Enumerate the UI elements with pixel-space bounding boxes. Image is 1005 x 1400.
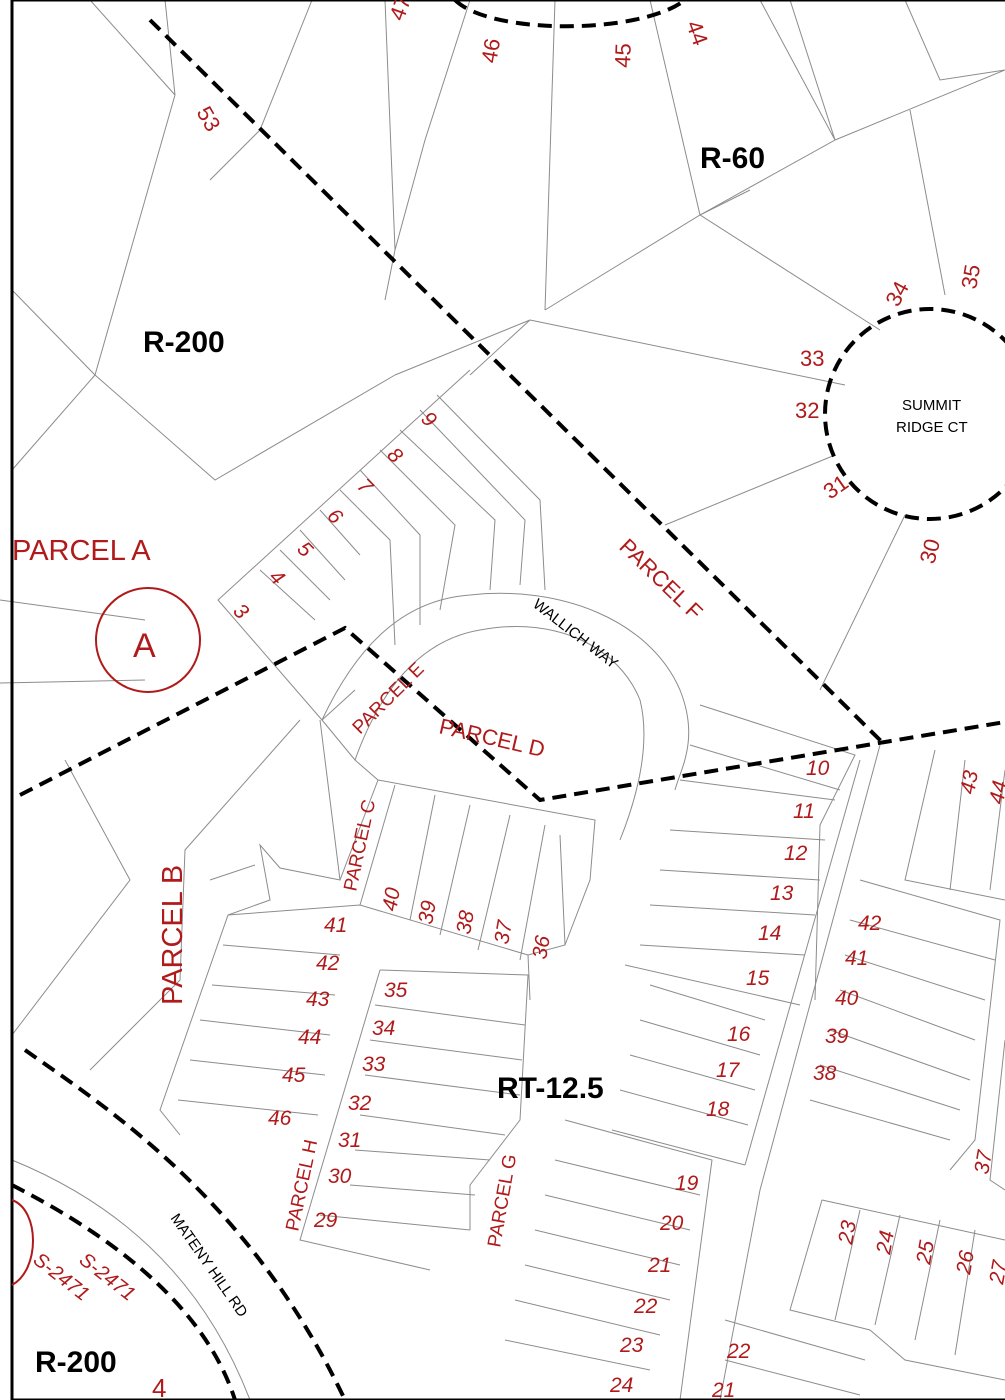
- zone-label-rt125: RT-12.5: [497, 1072, 604, 1105]
- lot-number: 40: [378, 886, 405, 913]
- parcel-a-circle: [95, 587, 201, 693]
- plat-circle-arc: [11, 1199, 34, 1286]
- parcel-a-label: PARCEL A: [12, 535, 151, 567]
- lot-number: 38: [452, 909, 479, 936]
- lot-number: 33: [362, 1053, 386, 1076]
- lot-number: 31: [338, 1129, 361, 1152]
- lot-number: 16: [727, 1023, 751, 1046]
- lot-number: 25: [912, 1239, 939, 1267]
- lot-number: 3: [228, 599, 253, 624]
- lot-number: 30: [328, 1165, 352, 1188]
- lot-number: 15: [746, 967, 770, 990]
- lot-number: 21: [711, 1379, 735, 1400]
- lot-number: 11: [793, 800, 815, 823]
- lot-number: 26: [952, 1249, 979, 1277]
- lot-number: 40: [835, 987, 859, 1010]
- lot-number: 42: [858, 912, 882, 935]
- lot-number: 22: [633, 1295, 658, 1318]
- lot-number: 23: [619, 1334, 644, 1357]
- lot-number: 41: [324, 914, 347, 937]
- parcel-b-label: PARCEL B: [157, 865, 189, 1005]
- lot-number: 37: [490, 918, 517, 946]
- lot-number: 37: [970, 1148, 997, 1176]
- lot-number: 14: [758, 922, 781, 945]
- lot-number: 45: [610, 43, 636, 68]
- lot-number: 44: [298, 1026, 321, 1049]
- lot-number: 38: [813, 1062, 837, 1085]
- lot-number: 32: [795, 398, 819, 423]
- lot-number: 21: [647, 1254, 671, 1277]
- lot-number: 33: [800, 346, 824, 371]
- parcel-a-symbol: A: [133, 627, 156, 665]
- lot-number: 30: [915, 536, 945, 566]
- lot-number: 24: [609, 1374, 633, 1397]
- lot-number: 42: [316, 952, 340, 975]
- parcel-d-label: PARCEL D: [437, 714, 547, 763]
- street-label-summit-2: RIDGE CT: [896, 419, 968, 436]
- lot-number: 43: [306, 988, 330, 1011]
- lot-number: 34: [880, 277, 914, 310]
- lot-number: 39: [414, 899, 441, 926]
- lot-number: 4: [264, 565, 289, 590]
- lot-number: 20: [659, 1212, 684, 1235]
- lot-number: 24: [872, 1229, 899, 1257]
- parcel-e-label: PARCEL E: [349, 659, 429, 739]
- lot-number: 32: [348, 1092, 372, 1115]
- lot-number: 39: [825, 1025, 849, 1048]
- lot-number: 44: [985, 779, 1005, 806]
- lot-number: 18: [706, 1098, 730, 1121]
- zone-label-r60: R-60: [700, 142, 765, 175]
- lot-number: 44: [681, 17, 713, 49]
- lot-number: 27: [985, 1258, 1005, 1287]
- street-label-wallich-way: WALLICH WAY: [530, 596, 621, 673]
- lot-number: 10: [806, 757, 830, 780]
- lot-number: 36: [528, 934, 555, 961]
- lot-number: 22: [726, 1340, 751, 1363]
- lot-number: 35: [384, 979, 408, 1002]
- lot-number: 6: [322, 504, 347, 529]
- parcel-f-label: PARCEL F: [615, 534, 708, 625]
- lot-number: 13: [770, 882, 794, 905]
- lot-number: 34: [372, 1017, 395, 1040]
- lot-number: 53: [192, 102, 226, 136]
- street-label-summit-1: SUMMIT: [902, 397, 961, 414]
- zoning-boundaries: [11, 0, 1005, 1400]
- map-frame: [10, 0, 1005, 1400]
- lot-number: 47: [384, 0, 416, 24]
- parcel-g-label: PARCEL G: [484, 1153, 521, 1249]
- lot-number: 46: [268, 1107, 292, 1130]
- lot-number: 5: [292, 537, 317, 562]
- lot-number: 35: [956, 262, 985, 290]
- lot-number: 19: [675, 1172, 699, 1195]
- lot-number: 23: [834, 1219, 861, 1247]
- lot-number: 29: [313, 1209, 338, 1232]
- lot-number: 4: [152, 1373, 166, 1400]
- lot-number: 12: [784, 842, 808, 865]
- lot-number: 43: [956, 769, 983, 796]
- lot-number: 31: [819, 470, 853, 505]
- lot-number: 46: [476, 36, 505, 64]
- parcel-c-label: PARCEL C: [340, 798, 380, 893]
- zone-label-r200-top: R-200: [143, 326, 225, 359]
- zone-label-r200-bottom: R-200: [35, 1346, 117, 1379]
- lot-number: 7: [352, 474, 377, 499]
- lot-number: 41: [845, 947, 868, 970]
- lot-number: 45: [282, 1064, 306, 1087]
- lot-numbers: 47 46 45 44 53 34 35 33 32 31 30 3 4 5 6…: [152, 0, 1005, 1400]
- lot-number: 17: [716, 1059, 741, 1082]
